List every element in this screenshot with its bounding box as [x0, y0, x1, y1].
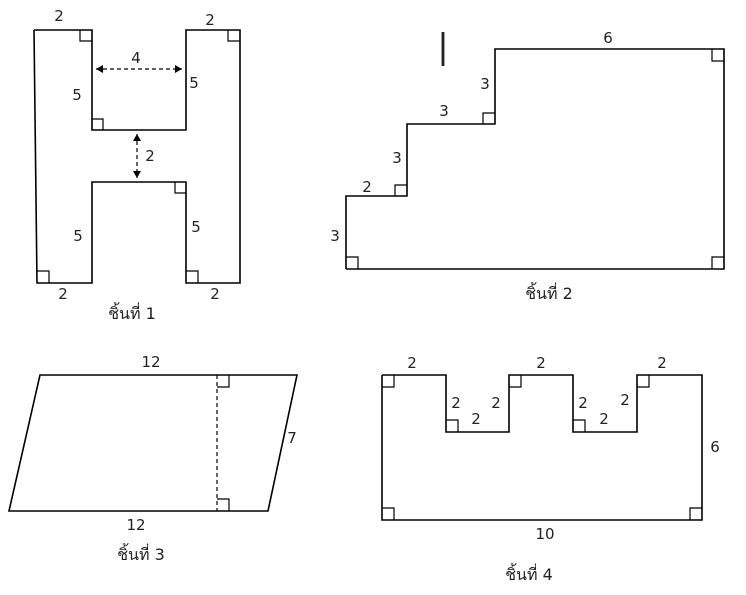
dimension-label: 5: [72, 86, 82, 104]
right-angle-mark: [509, 375, 522, 388]
dimension-label: 2: [145, 147, 155, 165]
dimension-label: 5: [189, 74, 199, 92]
piece-4-notched-shape: 2 2 2 2 2 2 2 2 2 6 10 ชิ้นที่ 4: [381, 354, 720, 584]
piece-1-outline: [33, 29, 241, 284]
arrowhead: [96, 65, 103, 73]
dimension-label: 2: [54, 7, 64, 25]
right-angle-mark: [394, 184, 407, 196]
dimension-label: 2: [210, 285, 220, 303]
right-angle-mark: [174, 182, 186, 194]
piece-1-h-shape: 2 2 4 5 5 2 5 5 2 2 ชิ้นที่ 1: [33, 7, 241, 323]
right-angle-mark: [711, 49, 724, 62]
dimension-label: 3: [439, 102, 449, 120]
dimension-label: 2: [451, 394, 461, 412]
right-angle-mark: [186, 270, 199, 283]
right-angle-mark: [92, 118, 104, 130]
piece-2-staircase-shape: | 6 3 3 3 2 3 ชิ้นที่ 2: [330, 27, 725, 303]
right-angle-mark: [637, 375, 650, 388]
piece-4-caption: ชิ้นที่ 4: [505, 563, 553, 584]
arrowhead: [133, 171, 141, 178]
dimension-label: 2: [362, 178, 372, 196]
right-angle-mark: [382, 507, 395, 520]
dimension-label: 7: [287, 429, 297, 447]
right-angle-mark: [711, 256, 724, 269]
dimension-label: 10: [535, 525, 554, 543]
right-angle-mark: [689, 507, 702, 520]
dimension-label: 6: [710, 438, 720, 456]
piece-3-parallelogram-shape: 12 12 7 ชิ้นที่ 3: [7, 353, 298, 564]
piece-3-caption: ชิ้นที่ 3: [117, 543, 165, 564]
piece-3-outline: [7, 374, 298, 512]
dimension-label: 2: [471, 410, 481, 428]
dimension-label: 3: [480, 75, 490, 93]
dimension-label: 6: [603, 29, 613, 47]
right-angle-mark: [217, 498, 230, 511]
dimension-label: 2: [536, 354, 546, 372]
dimension-label: 2: [491, 394, 501, 412]
stray-mark: |: [437, 27, 448, 67]
right-angle-mark: [446, 419, 459, 432]
dimension-label: 5: [73, 227, 83, 245]
dimension-label: 2: [657, 354, 667, 372]
dimension-label: 2: [58, 285, 68, 303]
arrowhead: [133, 134, 141, 141]
right-angle-mark: [37, 270, 50, 283]
piece-4-outline: [381, 374, 703, 521]
dimension-label: 12: [141, 353, 160, 371]
dimension-label: 2: [620, 391, 630, 409]
piece-2-caption: ชิ้นที่ 2: [525, 282, 573, 303]
right-angle-mark: [79, 30, 92, 42]
right-angle-mark: [573, 419, 586, 432]
dimension-label: 2: [578, 394, 588, 412]
right-angle-mark: [382, 375, 395, 388]
piece-1-caption: ชิ้นที่ 1: [108, 302, 156, 323]
dimension-label: 2: [407, 354, 417, 372]
arrowhead: [175, 65, 182, 73]
dimension-label: 12: [126, 516, 145, 534]
right-angle-mark: [346, 256, 359, 269]
piece-2-outline: [345, 48, 725, 270]
dimension-label: 3: [392, 149, 402, 167]
dimension-label: 4: [131, 49, 141, 67]
right-angle-mark: [227, 30, 240, 42]
right-angle-mark: [217, 375, 230, 388]
dimension-label: 2: [205, 11, 215, 29]
dimension-label: 3: [330, 227, 340, 245]
dimension-label: 2: [599, 410, 609, 428]
right-angle-mark: [482, 112, 495, 124]
dimension-label: 5: [191, 218, 201, 236]
